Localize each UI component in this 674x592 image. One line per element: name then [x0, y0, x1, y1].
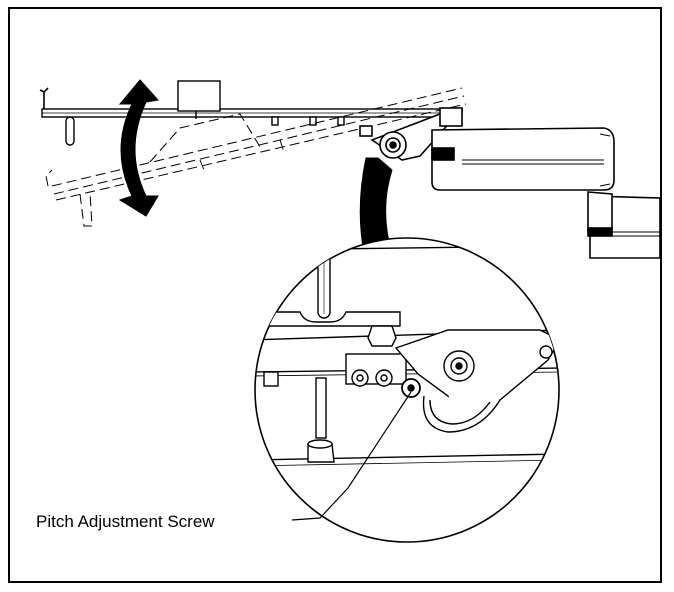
tray-tilted: [45, 87, 467, 227]
mounting-arm: [431, 127, 661, 259]
detail-view: [254, 237, 560, 543]
pitch-adjustment-screw-label: Pitch Adjustment Screw: [36, 512, 215, 531]
pivot-bracket: [359, 107, 463, 161]
callout-leader-line: [291, 391, 412, 521]
double-curved-arrow-icon: [118, 79, 159, 217]
tray-level: [39, 80, 463, 146]
